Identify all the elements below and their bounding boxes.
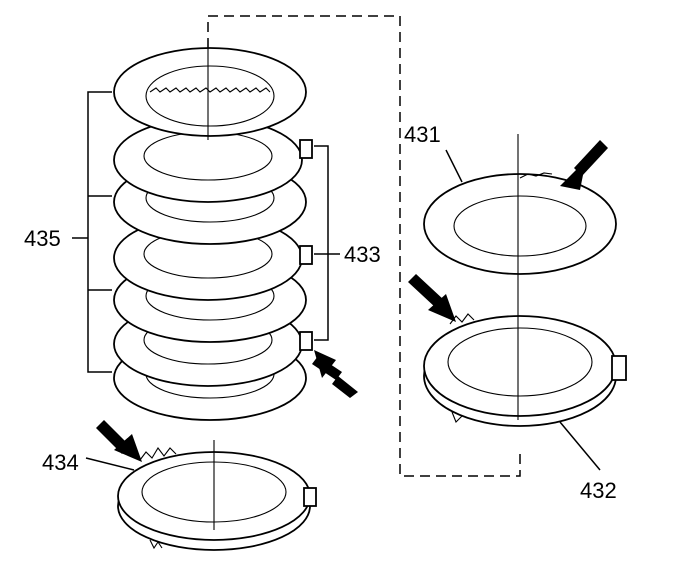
arrow-432 (408, 274, 456, 322)
label-435: 435 (24, 226, 61, 251)
label-432: 432 (580, 478, 617, 503)
stack-plate-top (113, 47, 307, 137)
arrow-434 (96, 420, 142, 462)
arrow-stack-bottom (312, 350, 358, 398)
plate-432 (423, 300, 627, 427)
stack-plate-1 (113, 117, 313, 203)
plate-434 (117, 440, 317, 551)
label-431: 431 (404, 122, 441, 147)
leader-431 (445, 149, 463, 183)
clutch-stack (113, 40, 313, 421)
leader-434 (85, 457, 135, 471)
leader-432 (559, 421, 601, 471)
bracket-435 (72, 91, 112, 373)
arrow-431 (560, 140, 608, 190)
bracket-433 (314, 145, 340, 341)
plate-431 (423, 134, 617, 300)
label-433: 433 (344, 242, 381, 267)
label-434: 434 (42, 450, 79, 475)
dashed-connector (207, 15, 521, 477)
